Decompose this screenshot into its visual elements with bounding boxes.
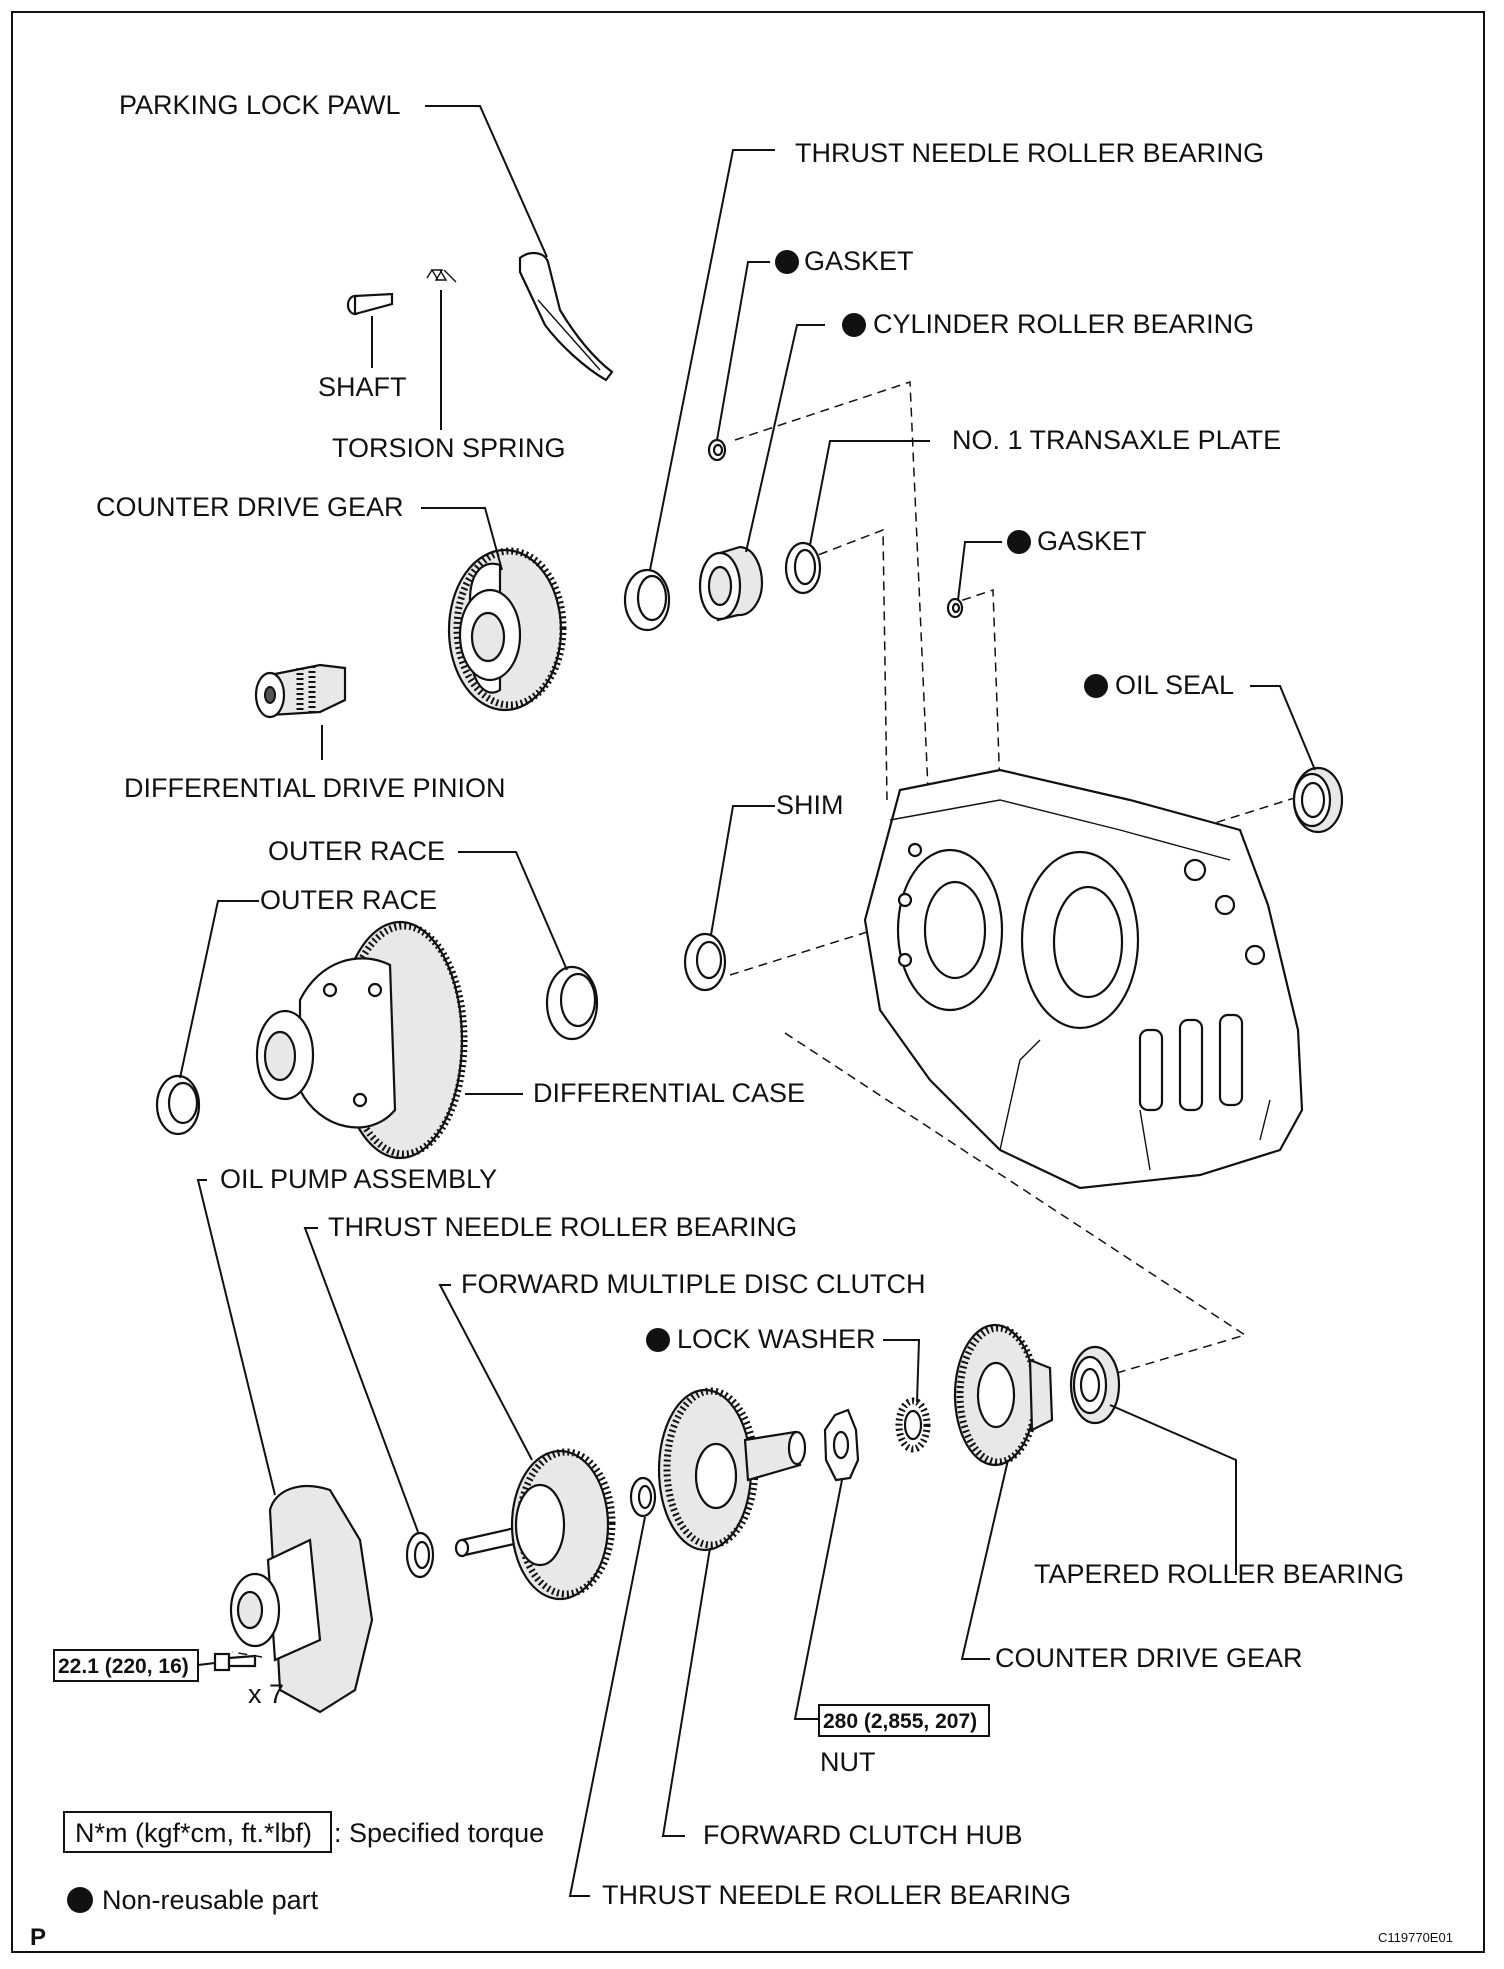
label-outer-race-2: OUTER RACE	[260, 885, 437, 915]
legend-torque-box	[63, 1811, 332, 1853]
torque-value-nut: 280 (2,855, 207)	[823, 1710, 977, 1733]
differential-case-drawing	[255, 920, 468, 1160]
thrust-bearing-top-drawing	[623, 568, 671, 632]
label-oil-seal: OIL SEAL	[1115, 670, 1234, 700]
label-oil-pump-assembly: OIL PUMP ASSEMBLY	[220, 1164, 497, 1194]
label-gasket-2: GASKET	[1037, 526, 1147, 556]
transaxle-plate-drawing	[784, 541, 822, 595]
forward-clutch-hub-drawing	[657, 1387, 807, 1552]
cylinder-roller-bearing-drawing	[698, 545, 764, 622]
forward-clutch-drawing	[454, 1448, 616, 1601]
label-nut: NUT	[820, 1747, 876, 1777]
parking-lock-pawl-drawing	[518, 252, 614, 382]
gasket-1-drawing	[707, 438, 727, 462]
non-reusable-marker-lock-washer	[646, 1328, 670, 1352]
counter-drive-gear-bottom-drawing	[953, 1323, 1054, 1467]
legend: N*m (kgf*cm, ft.*lbf) : Specified torque…	[63, 1811, 544, 1915]
lock-washer-drawing	[895, 1397, 931, 1453]
label-forward-clutch-hub: FORWARD CLUTCH HUB	[703, 1820, 1023, 1850]
gasket-2-drawing	[946, 597, 964, 619]
legend-non-reusable-text: Non-reusable part	[102, 1885, 319, 1915]
label-outer-race-1: OUTER RACE	[268, 836, 445, 866]
torsion-spring-drawing	[426, 269, 457, 283]
torque-box-nut	[818, 1704, 990, 1737]
label-parking-lock-pawl: PARKING LOCK PAWL	[119, 90, 401, 120]
tapered-roller-bearing-drawing	[1069, 1345, 1121, 1425]
outer-race-1-drawing	[545, 965, 599, 1041]
counter-drive-gear-top-drawing	[447, 547, 567, 712]
figure-frame	[11, 11, 1485, 1953]
legend-non-reusable-marker	[67, 1887, 93, 1913]
label-cylinder-roller-bearing: CYLINDER ROLLER BEARING	[873, 309, 1254, 339]
outer-race-2-drawing	[155, 1074, 201, 1136]
label-thrust-needle-roller-bearing-mid: THRUST NEEDLE ROLLER BEARING	[328, 1212, 797, 1242]
label-forward-multiple-disc-clutch: FORWARD MULTIPLE DISC CLUTCH	[461, 1269, 926, 1299]
label-thrust-needle-roller-bearing-top: THRUST NEEDLE ROLLER BEARING	[795, 138, 1264, 168]
label-counter-drive-gear-bottom: COUNTER DRIVE GEAR	[995, 1643, 1303, 1673]
thrust-bearing-mid-drawing	[405, 1531, 435, 1579]
label-thrust-needle-roller-bearing-bottom: THRUST NEEDLE ROLLER BEARING	[602, 1880, 1071, 1910]
label-shaft: SHAFT	[318, 372, 407, 402]
legend-torque-desc: : Specified torque	[334, 1818, 544, 1848]
non-reusable-marker-cylinder-roller-bearing	[842, 313, 866, 337]
label-lock-washer: LOCK WASHER	[677, 1324, 876, 1354]
shaft-drawing	[346, 292, 394, 316]
label-tapered-roller-bearing: TAPERED ROLLER BEARING	[1034, 1559, 1404, 1589]
non-reusable-marker-oil-seal	[1084, 674, 1108, 698]
label-shim: SHIM	[776, 790, 844, 820]
torque-value-bolt: 22.1 (220, 16)	[58, 1655, 189, 1678]
label-differential-drive-pinion: DIFFERENTIAL DRIVE PINION	[124, 773, 506, 803]
oil-seal-drawing	[1292, 766, 1344, 834]
legend-torque-units: N*m (kgf*cm, ft.*lbf)	[75, 1818, 312, 1848]
label-torsion-spring: TORSION SPRING	[332, 433, 566, 463]
non-reusable-marker-gasket-1	[775, 250, 799, 274]
bolt-drawing	[213, 1652, 257, 1672]
label-gasket-1: GASKET	[804, 246, 914, 276]
leader-lines	[179, 105, 1316, 1897]
figure-code: C119770E01	[1378, 1930, 1453, 1945]
label-differential-case: DIFFERENTIAL CASE	[533, 1078, 805, 1108]
torque-box-bolt	[53, 1649, 199, 1682]
shim-drawing	[683, 932, 727, 992]
torque-leader-bolt	[197, 1662, 216, 1666]
differential-drive-pinion-drawing	[254, 663, 347, 719]
thrust-bearing-bottom-drawing	[629, 1476, 657, 1518]
label-no1-transaxle-plate: NO. 1 TRANSAXLE PLATE	[952, 425, 1281, 455]
non-reusable-marker-gasket-2	[1007, 530, 1031, 554]
corner-letter: P	[30, 1924, 46, 1951]
transaxle-case-drawing	[863, 768, 1304, 1190]
nut-drawing	[823, 1408, 860, 1482]
bolt-quantity: x 7	[248, 1679, 284, 1709]
oil-pump-assembly-drawing	[229, 1485, 374, 1714]
label-counter-drive-gear-top: COUNTER DRIVE GEAR	[96, 492, 404, 522]
